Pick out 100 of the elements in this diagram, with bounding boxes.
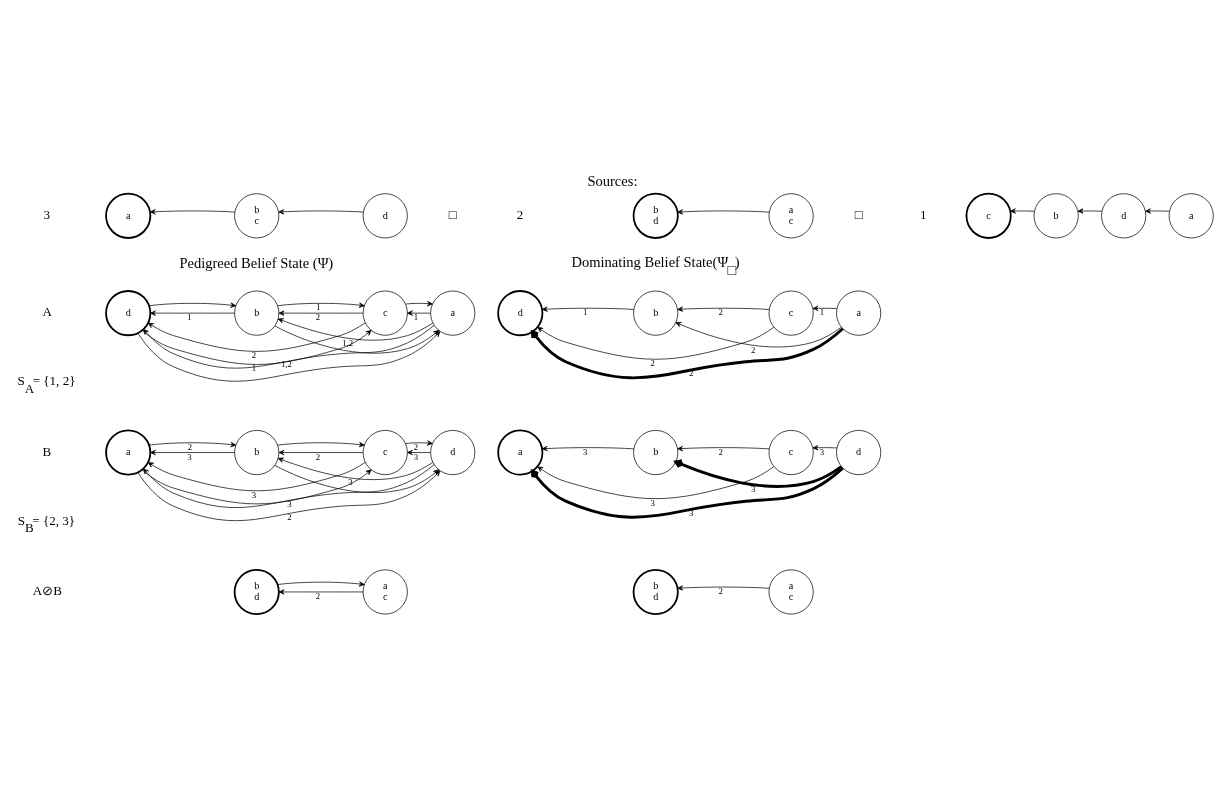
edge-label: 3 xyxy=(348,476,353,487)
node-circle: b xyxy=(1033,192,1079,238)
arrow xyxy=(405,300,433,306)
arrow xyxy=(537,465,775,499)
label: 2 xyxy=(516,206,524,222)
label: Pedigreed Belief State (Ψ) xyxy=(179,254,334,271)
node-circle: b xyxy=(234,290,280,336)
node-circle: b xyxy=(234,429,280,475)
node-circle: b c xyxy=(234,192,280,238)
arrow xyxy=(541,445,635,451)
edge-label: 1,2 xyxy=(342,337,354,348)
edge-label: 3 xyxy=(187,451,192,462)
label: A⊘B xyxy=(32,582,62,598)
edge-label: 2 xyxy=(751,344,756,355)
arrow xyxy=(150,309,235,316)
edge-label: 2 xyxy=(718,306,723,317)
edge-label: 3 xyxy=(751,483,756,494)
node-circle: c xyxy=(768,429,814,475)
node-circle: d xyxy=(362,192,408,238)
edge-label: 3 xyxy=(413,451,419,462)
arrow xyxy=(812,444,838,450)
arrow xyxy=(677,208,770,214)
edge-label: 3 xyxy=(583,446,588,457)
edge-label: 1 xyxy=(316,301,321,312)
arrow xyxy=(1145,207,1170,214)
arrow xyxy=(149,208,236,214)
node-circle: a xyxy=(105,192,152,239)
arrow xyxy=(407,309,431,316)
label: □ xyxy=(448,206,457,222)
arrow xyxy=(278,588,364,595)
node-circle: b xyxy=(633,429,679,475)
arrow xyxy=(812,305,838,311)
edge-label: 1 xyxy=(413,311,419,322)
node-circle: d xyxy=(836,429,882,475)
arrow xyxy=(147,461,366,491)
arrow xyxy=(541,306,635,312)
label: □ xyxy=(854,206,863,222)
arrow xyxy=(677,306,770,312)
arrow xyxy=(1010,207,1035,214)
edge-label: 1 xyxy=(251,362,256,373)
arrow xyxy=(677,445,770,451)
edge-label: 2 xyxy=(251,349,256,360)
node-circle: b xyxy=(633,290,679,336)
edge-label: 2 xyxy=(315,590,321,601)
arrow xyxy=(277,580,365,587)
node-circle: b d xyxy=(632,192,679,239)
edge-label: 2 xyxy=(187,441,193,452)
arrow xyxy=(675,321,842,347)
arrow xyxy=(530,466,844,519)
label: 3 xyxy=(43,206,51,222)
arrow xyxy=(405,439,433,446)
arrow xyxy=(274,325,440,354)
arrow xyxy=(277,317,434,341)
node-circle: c xyxy=(768,290,814,336)
arrow xyxy=(677,584,770,591)
arrow xyxy=(674,458,843,488)
arrow xyxy=(147,322,366,352)
edge-label: 1,2 xyxy=(281,358,292,369)
arrow xyxy=(137,330,441,382)
diagram-title: Sources: xyxy=(587,172,638,189)
node-circle: a xyxy=(1168,192,1214,238)
arrow xyxy=(537,326,775,360)
arrow xyxy=(141,329,372,365)
edge-label: 3 xyxy=(287,498,292,509)
label: A xyxy=(42,303,52,319)
arrow xyxy=(143,324,435,368)
arrow xyxy=(407,449,431,455)
edge-label: 1 xyxy=(583,306,588,317)
edge-label: 3 xyxy=(689,507,694,518)
arrow xyxy=(277,457,434,480)
edge-label: 2 xyxy=(650,357,655,368)
edge-label: 3 xyxy=(650,497,655,508)
label: 1 xyxy=(920,206,927,222)
arrow xyxy=(148,441,237,447)
edge-label: 2 xyxy=(718,585,723,596)
node-circle: a xyxy=(836,290,882,336)
edge-label: 2 xyxy=(413,441,419,452)
node-circle: a c xyxy=(768,568,814,614)
edge-label: 2 xyxy=(287,511,292,522)
edge-label: 3 xyxy=(819,446,825,457)
edge-label: 2 xyxy=(718,446,723,457)
arrow xyxy=(1077,207,1103,214)
arrow xyxy=(277,441,365,447)
node-circle: b d xyxy=(632,568,679,615)
node-circle: b d xyxy=(233,568,280,615)
arrow xyxy=(143,463,435,508)
edge-label: 2 xyxy=(689,367,694,378)
arrow xyxy=(530,327,844,379)
edge-label: 1 xyxy=(187,311,192,322)
arrow xyxy=(278,449,364,455)
arrow xyxy=(278,309,364,316)
arrow xyxy=(150,449,235,455)
edge-label: 2 xyxy=(315,451,321,462)
arrow xyxy=(278,208,364,214)
edge-label: 3 xyxy=(251,489,256,500)
node-circle: a c xyxy=(362,568,408,614)
node-circle: d xyxy=(1101,192,1147,238)
node-circle: c xyxy=(965,192,1012,239)
edge-label: 1 xyxy=(819,306,825,317)
node-circle: a c xyxy=(768,192,814,238)
